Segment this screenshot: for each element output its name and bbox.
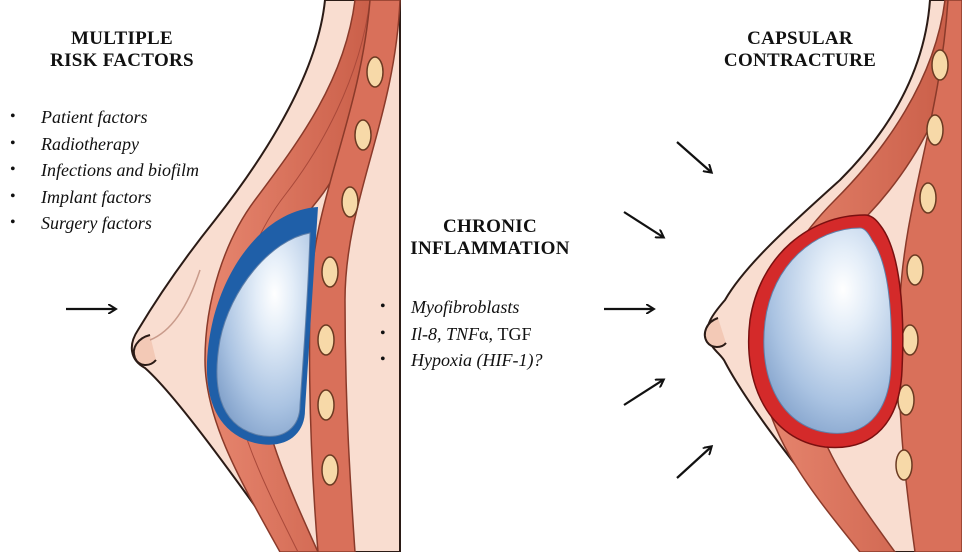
risk-factors-title: MULTIPLE RISK FACTORS xyxy=(22,28,222,72)
contracture-title: CAPSULAR CONTRACTURE xyxy=(700,28,900,72)
list-item: Il-8, TNFα, TGF xyxy=(380,321,542,348)
list-item: Infections and biofilm xyxy=(10,157,199,184)
list-item: Implant factors xyxy=(10,184,199,211)
list-item: Radiotherapy xyxy=(10,131,199,158)
contracted-breast-illustration xyxy=(705,0,962,552)
list-item: Patient factors xyxy=(10,104,199,131)
list-item: Surgery factors xyxy=(10,210,199,237)
list-item: Hypoxia (HIF-1)? xyxy=(380,347,542,374)
arrow-diagonal-down-icon xyxy=(677,142,711,172)
inflammation-list: Myofibroblasts Il-8, TNFα, TGF Hypoxia (… xyxy=(380,294,542,374)
normal-breast-illustration xyxy=(132,0,400,552)
inflammation-title: CHRONIC INFLAMMATION xyxy=(385,216,595,260)
arrow-diagonal-up-icon xyxy=(677,447,711,478)
arrow-diagonal-down-icon xyxy=(624,212,663,237)
arrow-diagonal-up-icon xyxy=(624,380,663,405)
risk-factors-list: Patient factors Radiotherapy Infections … xyxy=(10,104,199,237)
list-item: Myofibroblasts xyxy=(380,294,542,321)
